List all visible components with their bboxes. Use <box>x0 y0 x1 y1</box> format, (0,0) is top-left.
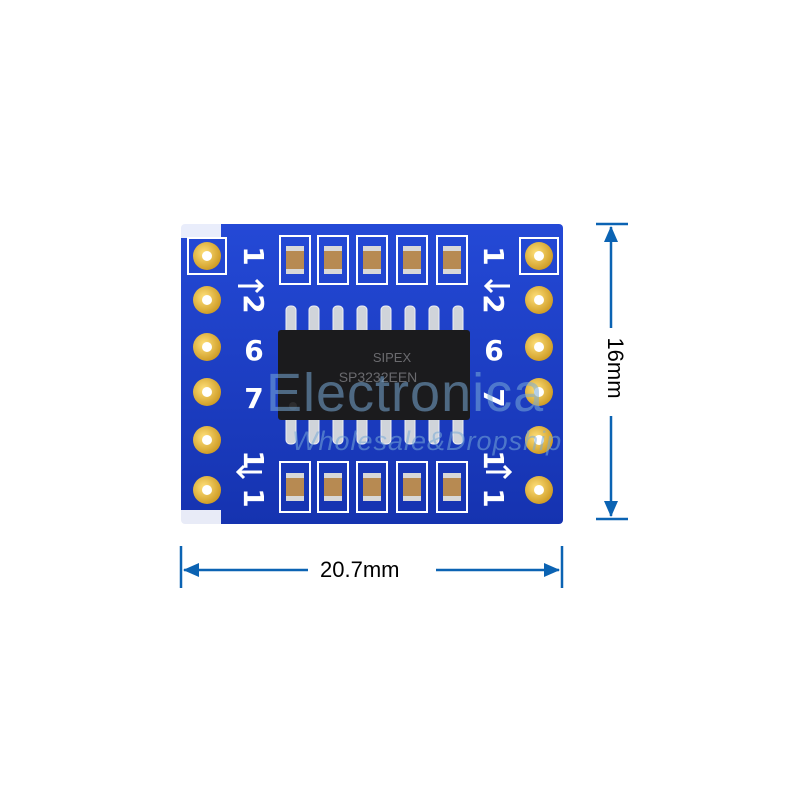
right-header-pads <box>519 237 559 504</box>
pcb-edge-cut-bottom <box>181 510 221 524</box>
silk-right-label-1c: 1 <box>477 488 510 507</box>
top-capacitors <box>279 235 468 285</box>
chip-pins-bottom <box>285 415 464 445</box>
chip-body <box>278 330 470 420</box>
chip-pin1-dot <box>289 402 297 410</box>
silk-right-label-2: 2 <box>477 294 510 313</box>
height-dimension-line <box>596 222 628 521</box>
silk-left-label-1: 1 <box>237 246 270 265</box>
silk-left-label-2: 2 <box>237 294 270 313</box>
silk-left-label-6: 6 <box>244 334 263 367</box>
left-header-pads <box>187 237 227 504</box>
bottom-capacitors <box>279 461 468 513</box>
silk-right-label-6: 6 <box>484 334 503 367</box>
watermark-title: Electronica <box>266 363 545 423</box>
chip-marking-part: SP3232EEN <box>339 369 418 385</box>
width-dimension-line <box>179 546 564 588</box>
silk-left-label-1b: 1 <box>237 450 270 469</box>
watermark-subtitle: Wholesale&Dropship <box>292 426 563 456</box>
height-dimension-label: 16mm <box>603 337 628 399</box>
chip-marking-brand: SIPEX <box>373 350 412 365</box>
chip-pins-top <box>285 305 464 335</box>
silk-right-label-1: 1 <box>477 246 510 265</box>
silk-right-label-1b: 1 <box>477 450 510 469</box>
silkscreen-right: 1 2 6 7 1 1 <box>477 246 510 507</box>
width-dimension-label: 20.7mm <box>314 557 406 583</box>
silk-left-label-7: 7 <box>244 382 263 415</box>
silk-left-label-1c: 1 <box>237 488 270 507</box>
silk-right-label-7: 7 <box>477 388 510 407</box>
silkscreen-arrows <box>235 278 513 480</box>
silkscreen-left: 1 2 6 7 1 1 <box>237 246 270 507</box>
pcb-edge-cut-top <box>181 224 221 238</box>
